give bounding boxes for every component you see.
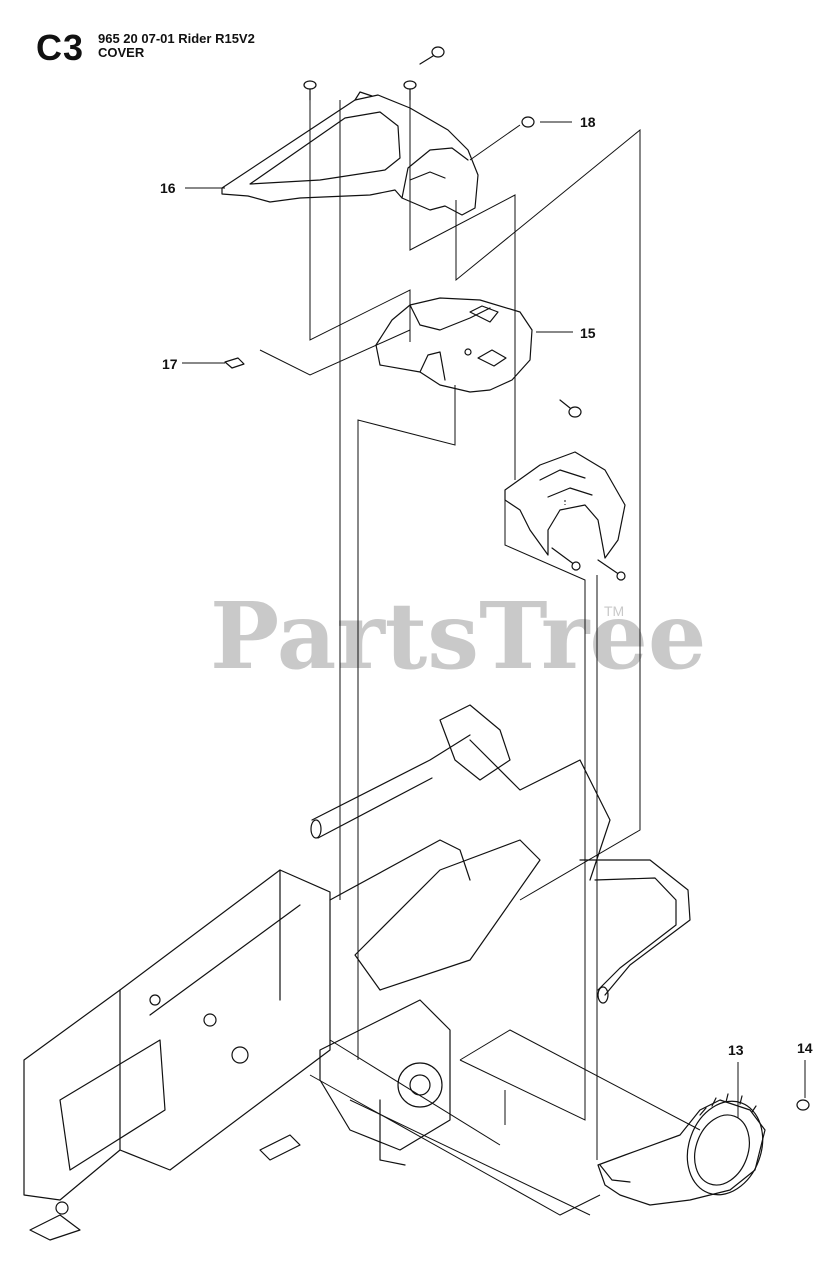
callout-16[interactable]: 16 <box>160 180 176 196</box>
part-18-nut <box>521 116 535 128</box>
leader-lines <box>182 100 806 1216</box>
part-title: 965 20 07-01 Rider R15V2 <box>98 31 255 46</box>
screw-16b <box>403 80 417 101</box>
callout-18[interactable]: 18 <box>580 114 596 130</box>
callout-15[interactable]: 15 <box>580 325 596 341</box>
screw-16c <box>419 46 445 65</box>
part-16-upper-cover[interactable] <box>221 91 479 216</box>
section-code: C3 <box>36 27 85 68</box>
part-subtitle: COVER <box>98 45 145 60</box>
watermark-text: PartsTree <box>210 582 706 690</box>
part-14-screw <box>796 1099 810 1111</box>
diagram-header: C3 965 20 07-01 Rider R15V2 COVER <box>36 30 436 70</box>
part-15-middle-cover[interactable] <box>375 297 533 393</box>
callout-17[interactable]: 17 <box>162 356 178 372</box>
watermark-tm: TM <box>604 603 624 619</box>
callout-14[interactable]: 14 <box>797 1040 813 1056</box>
callout-13[interactable]: 13 <box>728 1042 744 1058</box>
screw-16a <box>303 80 317 101</box>
part-17-clip <box>224 357 245 369</box>
part-13-dial-cover[interactable] <box>597 1091 775 1206</box>
frame-chassis <box>23 704 691 1241</box>
bracket-assembly <box>504 451 626 581</box>
screw-15 <box>559 399 582 418</box>
